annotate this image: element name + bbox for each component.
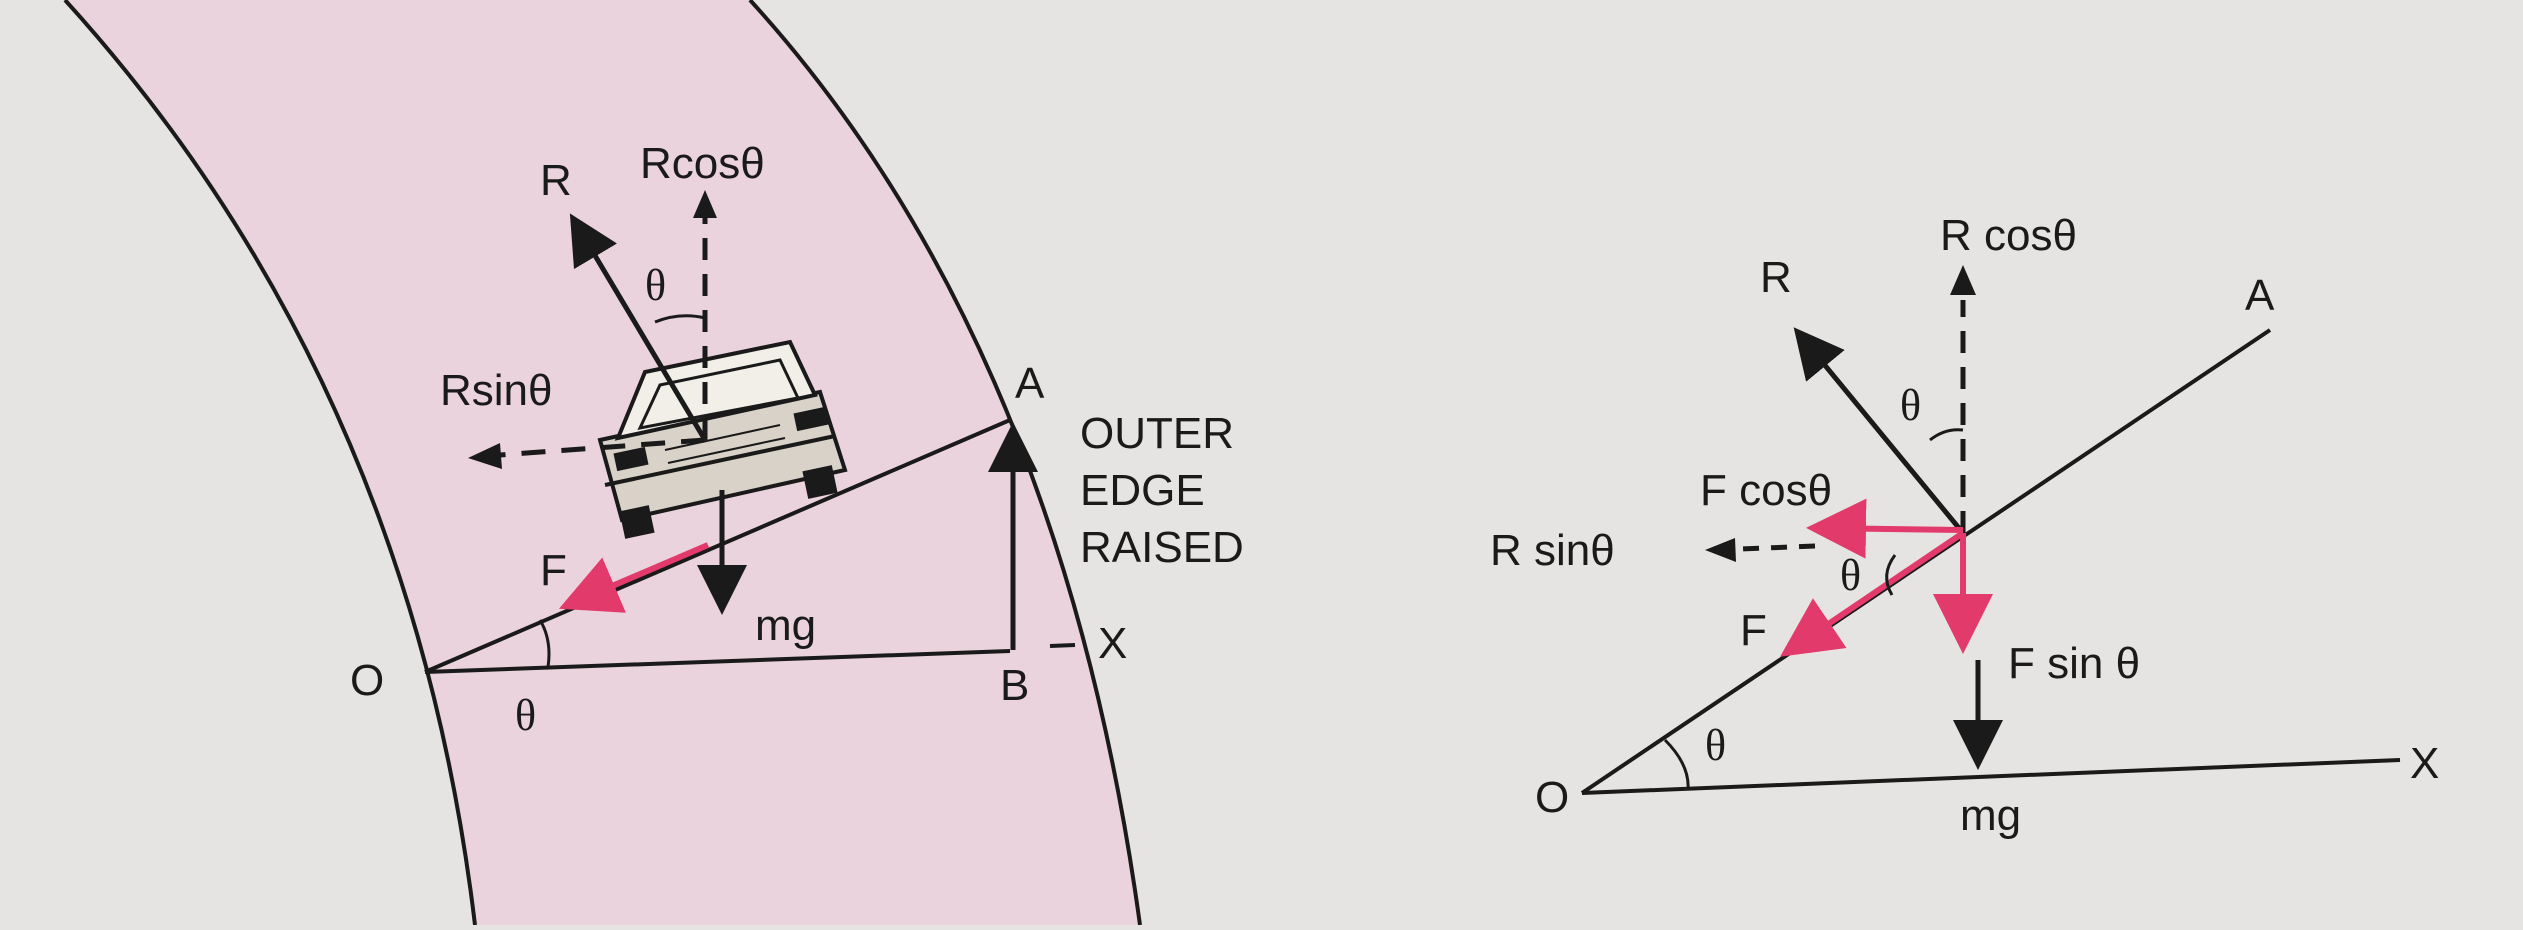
car-icon <box>597 339 848 539</box>
force-Rcos-head <box>1950 265 1976 295</box>
road-outer-edge <box>748 0 1142 926</box>
right-diagram: R R cosθ A θ F cosθ R sinθ θ F F sin θ O… <box>1490 211 2439 840</box>
car-roof <box>614 339 818 441</box>
force-F-arrow <box>558 542 710 613</box>
base-angle-arc <box>1663 738 1690 791</box>
label-Rcos: R cosθ <box>1940 211 2077 260</box>
top-angle-arc <box>1929 428 1964 442</box>
force-R-arrow <box>1793 327 1965 535</box>
car-wheel-right <box>802 465 838 499</box>
car-headlight-left <box>613 446 649 472</box>
label-Fcos: F cosθ <box>1700 466 1832 515</box>
force-F-arrow <box>1780 530 1965 657</box>
banked-line-oa <box>424 418 1011 674</box>
label-Rsin: Rsinθ <box>440 366 553 415</box>
label-Rsin: R sinθ <box>1490 526 1615 575</box>
label-O: O <box>350 656 384 705</box>
label-edge: EDGE <box>1080 466 1205 515</box>
force-Rsin-dashed <box>499 437 706 458</box>
label-R: R <box>540 156 572 205</box>
car-wheel-left <box>619 505 655 539</box>
label-mg: mg <box>755 601 816 650</box>
left-diagram: R Rcosθ θ Rsinθ A OUTER EDGE RAISED F mg… <box>63 0 1244 926</box>
car-bumper <box>604 434 836 487</box>
dash-bx <box>1049 643 1076 648</box>
label-F: F <box>1740 606 1767 655</box>
car-grille-1 <box>664 424 781 451</box>
ground-line-ob <box>424 649 1011 674</box>
label-O: O <box>1535 773 1569 822</box>
label-Fsin: F sin θ <box>2008 639 2140 688</box>
road-band <box>65 0 1140 925</box>
label-theta-base: θ <box>515 691 536 740</box>
label-outer: OUTER <box>1080 409 1234 458</box>
mid-angle-arc <box>1885 554 1897 596</box>
force-Rsin-dashed <box>1739 543 1816 552</box>
label-theta-base: θ <box>1705 721 1726 770</box>
label-mg: mg <box>1960 791 2021 840</box>
car-windshield <box>637 358 801 431</box>
base-angle-arc <box>538 619 551 668</box>
label-F: F <box>540 546 567 595</box>
label-B: B <box>1000 661 1029 710</box>
label-A: A <box>2245 271 2275 320</box>
road-inner-edge <box>63 0 477 926</box>
car-grille-2 <box>667 437 786 464</box>
force-Rcos-head <box>693 190 717 218</box>
force-Fcos-arrow <box>1806 498 1964 559</box>
label-raised: RAISED <box>1080 523 1244 572</box>
label-theta-top: θ <box>645 261 666 310</box>
car-headlight-right <box>793 406 829 432</box>
label-X: X <box>1098 619 1127 668</box>
label-A: A <box>1015 359 1045 408</box>
label-Rcos: Rcosθ <box>640 139 765 188</box>
label-theta-top: θ <box>1900 381 1921 430</box>
label-R: R <box>1760 253 1792 302</box>
label-X: X <box>2410 739 2439 788</box>
force-Rsin-head <box>468 443 502 469</box>
ground-line-ox <box>1581 758 2401 795</box>
force-Rsin-head <box>1705 538 1736 562</box>
label-theta-mid: θ <box>1840 551 1861 600</box>
top-angle-arc <box>654 314 706 324</box>
force-R-arrow <box>569 213 708 442</box>
